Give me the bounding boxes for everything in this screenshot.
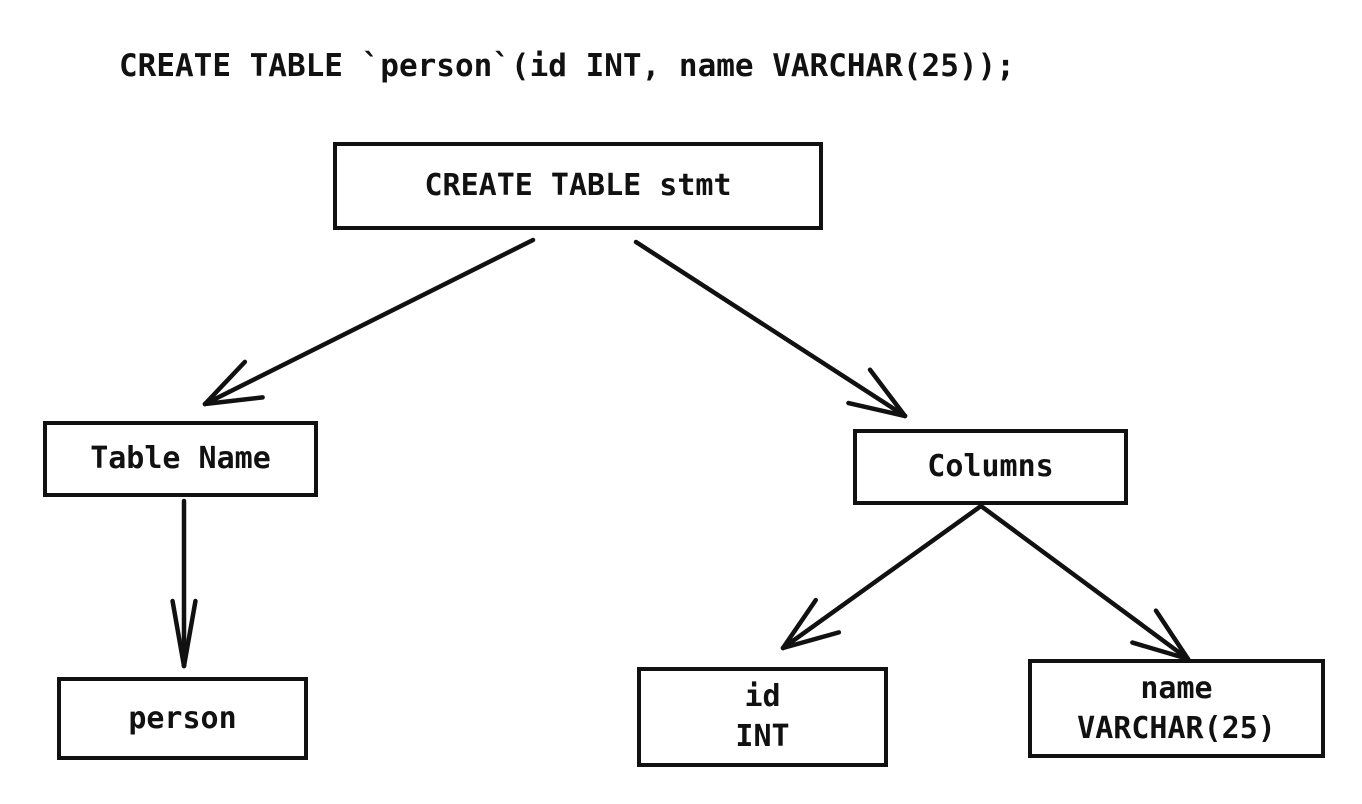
sql-statement-text: CREATE TABLE `person`(id INT, name VARCH… xyxy=(119,48,1015,84)
node-label: CREATE TABLE stmt xyxy=(424,168,732,204)
node-label: Columns xyxy=(927,449,1054,485)
edge-columns-to-id-int xyxy=(780,503,984,651)
node-label: Table Name xyxy=(90,441,271,477)
edge-columns-to-name-varchar xyxy=(978,503,1191,662)
node-person: person xyxy=(57,677,308,760)
node-stmt: CREATE TABLE stmt xyxy=(333,142,823,230)
node-table-name: Table Name xyxy=(43,421,318,497)
node-label: person xyxy=(128,700,237,736)
node-label: name VARCHAR(25) xyxy=(1077,670,1276,746)
edge-stmt-to-columns xyxy=(633,239,908,419)
node-id-int: id INT xyxy=(637,667,888,767)
edge-stmt-to-table-name xyxy=(202,237,536,407)
node-name-varchar: name VARCHAR(25) xyxy=(1028,659,1325,758)
node-label: id INT xyxy=(735,679,790,754)
node-columns: Columns xyxy=(853,429,1128,505)
edge-table-name-to-person xyxy=(170,498,198,669)
